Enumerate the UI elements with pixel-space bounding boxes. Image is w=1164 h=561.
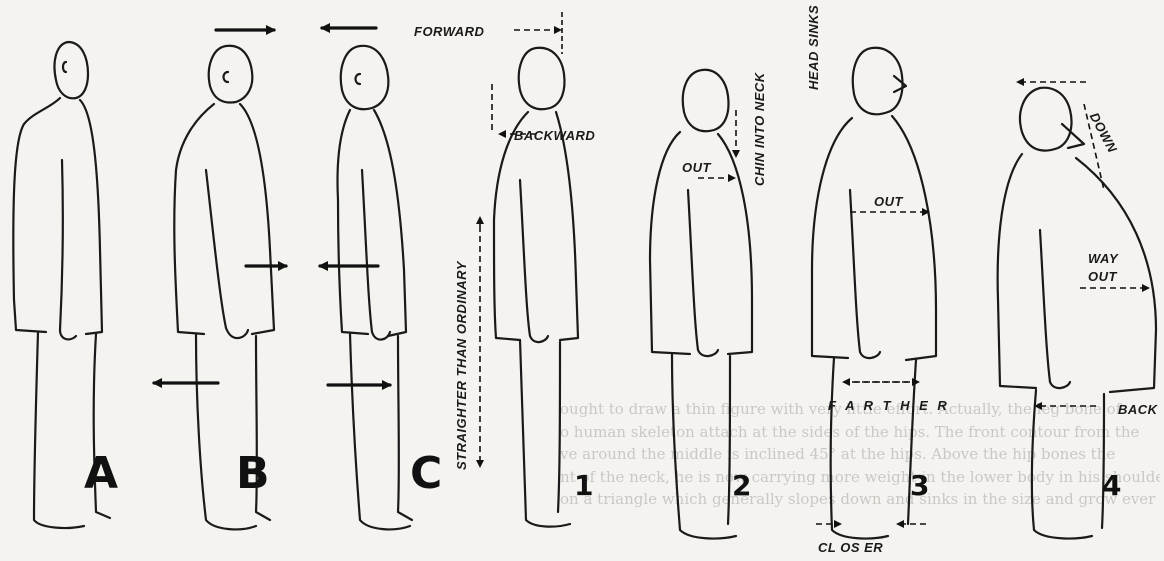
panel-label-4: 4 (1102, 472, 1121, 500)
figure-c (338, 46, 413, 530)
figure-4 (998, 88, 1156, 539)
panel-label-a: A (84, 452, 118, 496)
figure-3 (812, 48, 936, 539)
panel-label-3: 3 (910, 472, 929, 500)
out-label-3: OUT (874, 194, 903, 209)
panel-label-1: 1 (574, 472, 593, 500)
chin-into-neck-label: CHIN INTO NECK (752, 72, 767, 186)
panel-label-c: C (410, 452, 442, 496)
out-label-2: OUT (682, 160, 711, 175)
head-sinks-label: HEAD SINKS (806, 10, 821, 90)
backward-label: BACKWARD (514, 128, 595, 143)
closer-label: CL OS ER (818, 540, 883, 555)
panel-label-2: 2 (732, 472, 751, 500)
straighter-than-ordinary-label: STRAIGHTER THAN ORDINARY (454, 261, 469, 470)
back-label: BACK (1118, 402, 1158, 417)
figure-1 (494, 48, 578, 527)
forward-label: FORWARD (414, 24, 484, 39)
way-out-label: WAY OUT (1088, 250, 1144, 286)
farther-label: F A R T H E R (828, 398, 950, 413)
panel-label-b: B (236, 452, 270, 496)
